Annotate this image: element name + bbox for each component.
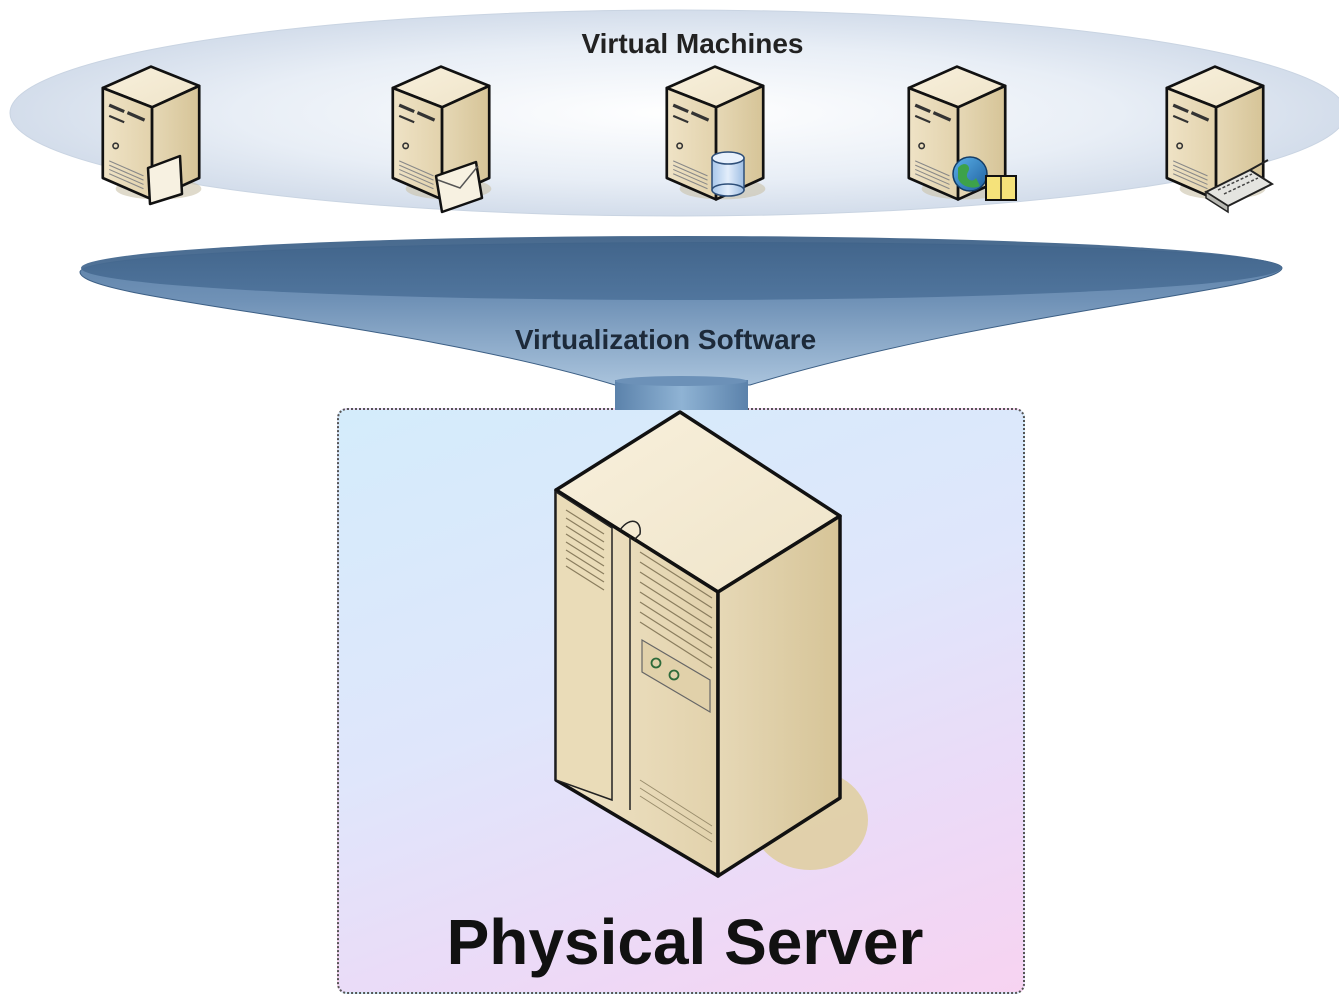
switch-icon: [1203, 159, 1275, 214]
physical-server-label: Physical Server: [446, 906, 924, 978]
virtualization-software-label: Virtualization Software: [514, 324, 817, 355]
database-icon: [711, 151, 745, 197]
vm-server-1: [101, 64, 203, 206]
document-icon: [146, 154, 184, 206]
virtualization-software-funnel: [79, 236, 1283, 410]
vm-server-4: [907, 64, 1017, 202]
vm-server-2: [391, 64, 493, 214]
virtual-machines-label: Virtual Machines: [581, 28, 804, 59]
physical-server-icon: [554, 410, 868, 878]
envelope-icon: [434, 160, 484, 214]
vm-server-5: [1165, 64, 1275, 214]
globe-icon: [952, 156, 1017, 201]
vm-server-3: [665, 64, 767, 202]
